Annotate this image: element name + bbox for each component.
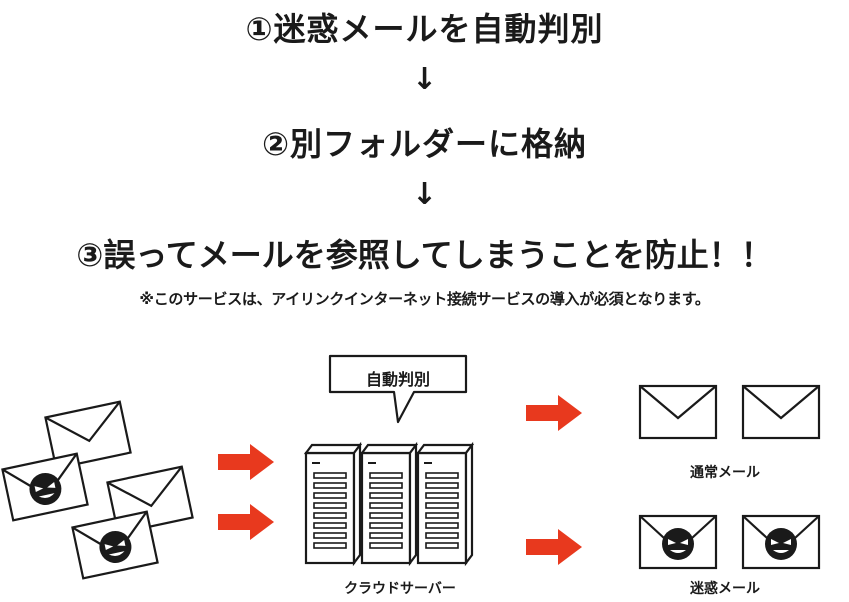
spam-envelope-icon (743, 516, 819, 568)
bubble-label: 自動判別 (365, 370, 430, 389)
step-2-heading: ②別フォルダーに格納 (261, 125, 588, 163)
step-3-heading: ③誤ってメールを参照してしまうことを防止！！ (76, 236, 773, 274)
spam-mail-label: 迷惑メール (690, 581, 760, 597)
server-label: クラウドサーバー (344, 581, 456, 597)
spam-envelope-icon (72, 512, 157, 579)
down-arrow-1: ↓ (411, 62, 438, 97)
spam-envelope-icon (640, 516, 716, 568)
envelope-icon (44, 400, 132, 470)
spam-envelope-icon (2, 454, 87, 521)
right-arrow-icon (526, 529, 582, 565)
envelope-icon (741, 384, 821, 440)
right-arrow-icon (218, 444, 274, 480)
normal-mail-folder (638, 384, 821, 440)
down-arrow-2: ↓ (411, 177, 438, 212)
step-1-heading: ①迷惑メールを自動判別 (245, 10, 604, 48)
service-note: ※このサービスは、アイリンクインターネット接続サービスの導入が必須となります。 (139, 290, 710, 308)
right-arrow-icon (218, 504, 274, 540)
incoming-mail-pile (2, 400, 194, 579)
server-rack-icon (304, 443, 474, 565)
normal-mail-label: 通常メール (690, 465, 760, 481)
spam-mail-folder (640, 516, 819, 568)
envelope-icon (638, 384, 718, 440)
right-arrow-icon (526, 395, 582, 431)
envelope-icon (106, 465, 194, 535)
